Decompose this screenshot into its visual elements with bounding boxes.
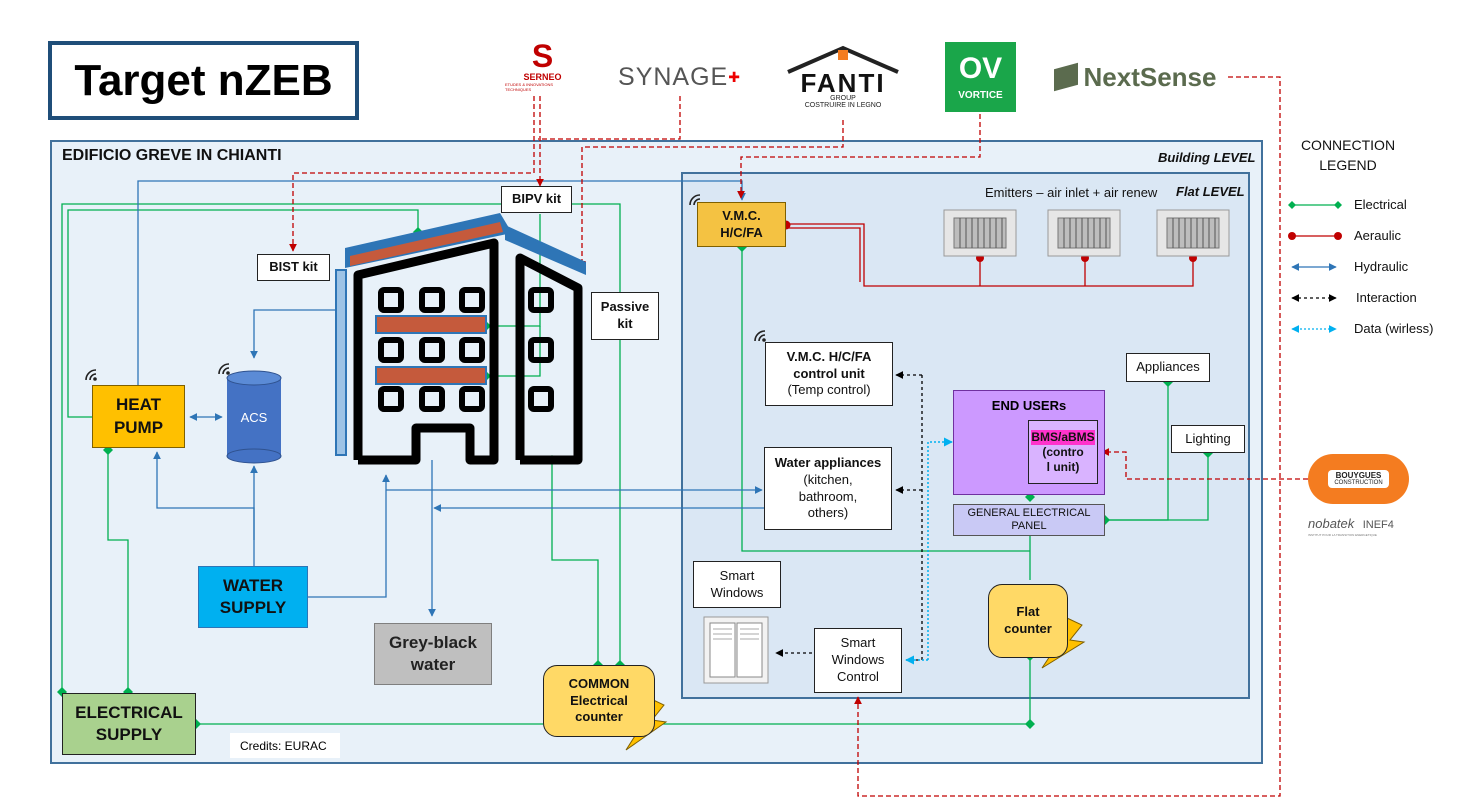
water-appliances-box: Water appliances(kitchen,bathroom,others… — [764, 447, 892, 530]
legend-aeraulic: Aeraulic — [1354, 228, 1401, 243]
bipv-kit-box: BIPV kit — [501, 186, 572, 213]
swiss-cross-icon: ✚ — [728, 68, 741, 85]
credits-label: Credits: EURAC — [230, 733, 340, 758]
nextsense-icon — [1053, 62, 1078, 92]
diagram-title: Target nZEB — [48, 41, 359, 120]
synage-logo: SYNAGE✚ — [618, 62, 741, 91]
building-level-label: Building LEVEL — [1158, 150, 1256, 165]
building-title: EDIFICIO GREVE IN CHIANTI — [62, 147, 282, 164]
vortice-icon: OV — [958, 51, 1003, 85]
bist-kit-box: BIST kit — [257, 254, 330, 281]
flat-level-label: Flat LEVEL — [1176, 184, 1245, 199]
end-users-label: END USERs — [991, 398, 1067, 413]
legend-hydraulic: Hydraulic — [1354, 259, 1409, 274]
nextsense-logo: NextSense — [1050, 60, 1220, 94]
acs-label: ACS — [240, 410, 268, 425]
bouygues-logo: BOUYGUES CONSTRUCTION — [1308, 454, 1409, 504]
house-roof-icon — [787, 45, 899, 74]
serneo-logo: S SERNEO ETUDES & INNOVATIONS TECHNIQUES — [505, 38, 562, 92]
legend-interaction: Interaction — [1356, 290, 1417, 305]
vmc-unit-box: V.M.C.H/C/FA — [697, 202, 786, 247]
legend-data-wireless: Data (wirless) — [1354, 321, 1434, 336]
legend-electrical: Electrical — [1354, 197, 1407, 212]
appliances-box: Appliances — [1126, 353, 1210, 382]
emitters-label: Emitters – air inlet + air renew — [985, 185, 1158, 200]
fanti-logo: FANTI GROUP COSTRUIRE IN LEGNO — [786, 44, 900, 114]
lighting-box: Lighting — [1171, 425, 1245, 453]
serneo-icon: S — [531, 38, 554, 74]
vortice-logo: OV VORTICE — [945, 42, 1016, 112]
nobatek-inef4-logo: nobatek INEF4 INSTITUT POUR LA TRANSITIO… — [1308, 516, 1394, 537]
